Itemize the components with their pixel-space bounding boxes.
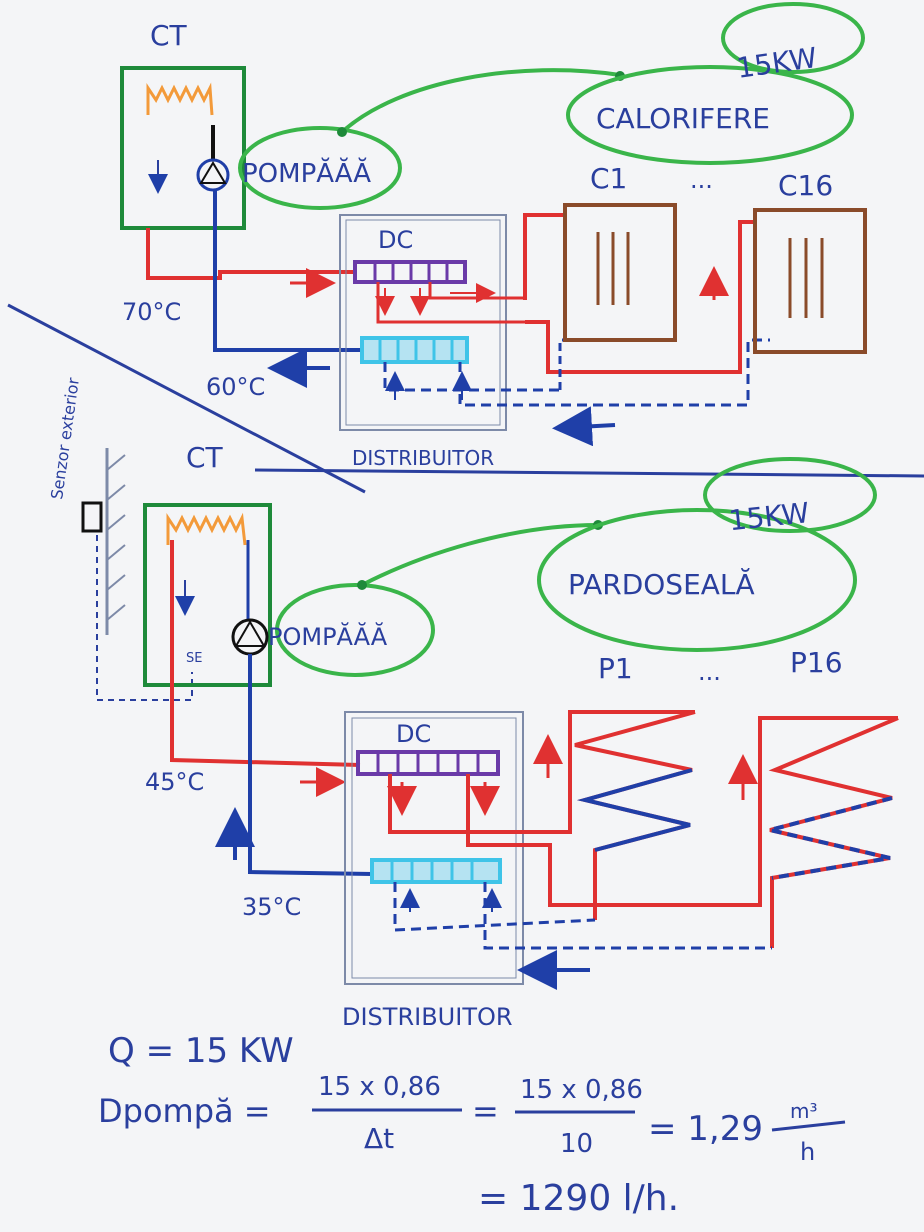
- top-rad-first-label: C1: [590, 162, 627, 195]
- top-rad-dots: ...: [690, 166, 713, 194]
- top-return-pipe: [213, 190, 362, 352]
- bottom-loop-last-label: P16: [790, 646, 843, 679]
- top-boiler-flame: [146, 82, 214, 116]
- bottom-floor-label: PARDOSEALĂ: [568, 567, 755, 601]
- bottom-boiler-flame: [166, 512, 247, 546]
- bottom-supply-pipe: [170, 540, 361, 767]
- bottom-floor-loop-first: [574, 710, 696, 920]
- formula-d-label: Dpompă =: [98, 1092, 271, 1130]
- top-power-bubble: [721, 2, 865, 74]
- formula-numerator-1: 15 x 0,86: [318, 1072, 441, 1102]
- bottom-supply-manifold: [356, 750, 500, 776]
- top-supply-temp: 70°C: [122, 298, 181, 326]
- bottom-pump-icon: [231, 618, 269, 656]
- bottom-se-label: SE: [186, 651, 202, 666]
- bottom-return-pipe: [248, 654, 373, 876]
- bottom-return-manifold: [370, 858, 502, 884]
- top-radiators-bubble: [566, 65, 854, 165]
- pump-flow-formula: Q = 15 KW Dpompă = 15 x 0,86 Δt = 15 x 0…: [98, 1031, 846, 1219]
- formula-denominator-1: Δt: [364, 1122, 394, 1155]
- bottom-power-bubble: [703, 457, 877, 533]
- top-distributor-label: DISTRIBUITOR: [352, 446, 494, 470]
- formula-denominator-2: 10: [560, 1129, 593, 1159]
- bottom-boiler: [143, 503, 272, 687]
- top-radiators-label: CALORIFERE: [596, 102, 770, 135]
- top-rad-last-label: C16: [778, 169, 833, 202]
- top-boiler-label: CT: [150, 19, 188, 52]
- top-radiator-last: [753, 208, 867, 354]
- formula-q-line: Q = 15 KW: [108, 1031, 294, 1071]
- bottom-distributor-label: DISTRIBUITOR: [342, 1003, 513, 1031]
- formula-equals: =: [472, 1092, 499, 1130]
- formula-result: = 1,29: [648, 1109, 763, 1149]
- bottom-distributor-box: [344, 711, 524, 985]
- bottom-floor-bubble: [537, 508, 857, 652]
- bottom-loop-dots: ...: [698, 658, 721, 686]
- bottom-sensor-icon: [81, 501, 103, 533]
- bottom-return-temp: 35°C: [242, 893, 301, 921]
- bottom-boiler-label: CT: [186, 441, 224, 474]
- formula-unit-denominator: h: [800, 1138, 815, 1166]
- bottom-pump-label: POMPĂĂĂ: [268, 621, 388, 651]
- bottom-schematic: CT Senzor exterior SE POMPĂĂĂ PARDOSEALĂ…: [47, 376, 899, 1031]
- formula-unit-bar: [771, 1120, 846, 1132]
- formula-numerator-2: 15 x 0,86: [520, 1075, 643, 1105]
- bottom-pump-bubble: [275, 583, 435, 677]
- top-schematic: CT POMPĂĂĂ CALORIFERE 15KW 70°C 60°C DC: [120, 2, 867, 470]
- bottom-loop-first-label: P1: [598, 652, 633, 685]
- top-boiler: [120, 66, 246, 230]
- top-supply-pipe: [146, 228, 355, 280]
- bottom-sensor-label: Senzor exterior: [47, 376, 83, 500]
- top-pump-label: POMPĂĂĂ: [242, 156, 371, 189]
- top-radiator-first: [563, 203, 677, 342]
- bottom-dc-label: DC: [396, 720, 431, 748]
- top-pump-bubble: [238, 126, 402, 210]
- top-dc-label: DC: [378, 226, 413, 254]
- horizontal-separator: [254, 468, 924, 478]
- formula-unit-numerator: m³: [790, 1099, 818, 1123]
- diagonal-separator: [7, 303, 366, 494]
- top-return-temp: 60°C: [206, 373, 265, 401]
- bottom-supply-temp: 45°C: [145, 768, 204, 796]
- formula-result-liters: = 1290 l/h.: [478, 1178, 679, 1219]
